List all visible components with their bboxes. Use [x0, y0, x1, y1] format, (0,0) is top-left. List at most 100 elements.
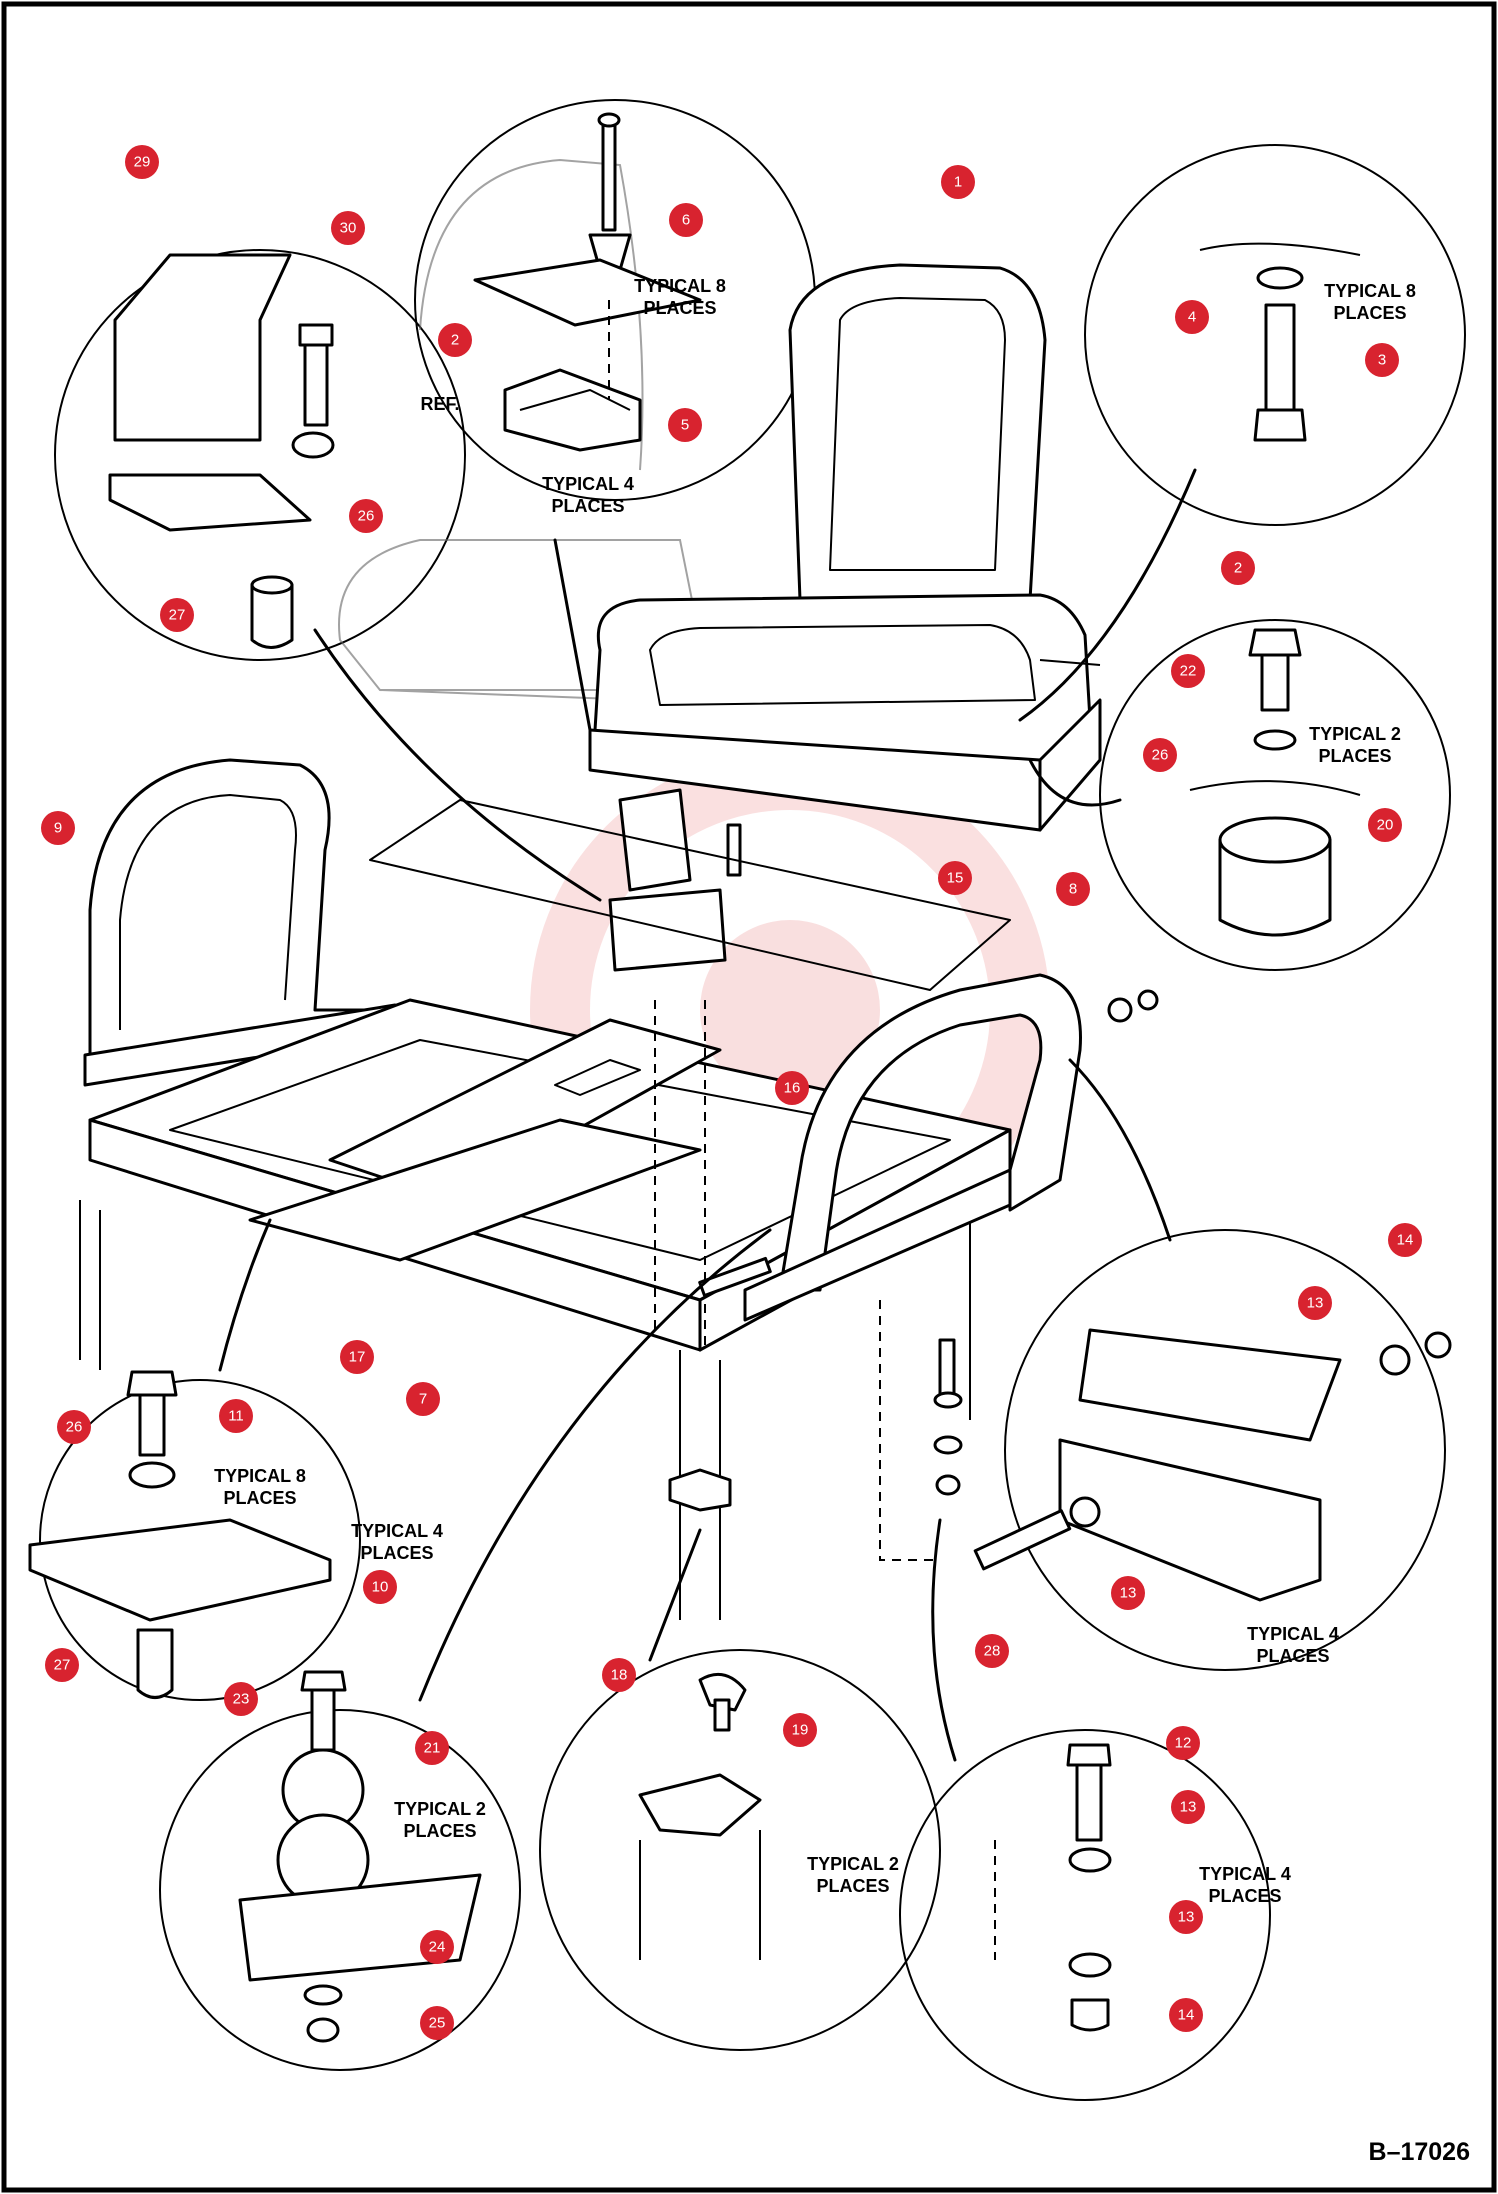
- svg-text:6: 6: [682, 212, 690, 229]
- callout-29[interactable]: 29: [125, 145, 159, 179]
- svg-text:13: 13: [1180, 1799, 1197, 1816]
- detail-handle-bolt-parts: [973, 1328, 1452, 1602]
- svg-text:10: 10: [372, 1579, 389, 1596]
- callout-markers: 1 29 30 6 2 5 26 27 4 3 2 22 26 20 9 15 …: [41, 145, 1422, 2040]
- callout-17[interactable]: 17: [340, 1340, 374, 1374]
- svg-text:26: 26: [358, 508, 375, 525]
- callout-12[interactable]: 12: [1166, 1726, 1200, 1760]
- callout-26c[interactable]: 26: [57, 1410, 91, 1444]
- svg-text:16: 16: [784, 1080, 801, 1097]
- svg-text:27: 27: [169, 607, 186, 624]
- svg-text:13: 13: [1307, 1295, 1324, 1312]
- svg-text:9: 9: [54, 820, 62, 837]
- callout-14a[interactable]: 14: [1388, 1223, 1422, 1257]
- callout-19[interactable]: 19: [783, 1713, 817, 1747]
- detail-grab-handle-bolt: [1004, 1229, 1446, 1671]
- svg-text:25: 25: [429, 2015, 446, 2032]
- callout-13d[interactable]: 13: [1169, 1900, 1203, 1934]
- svg-text:21: 21: [424, 1740, 441, 1757]
- svg-text:22: 22: [1180, 663, 1197, 680]
- svg-text:20: 20: [1377, 817, 1394, 834]
- svg-text:5: 5: [681, 417, 689, 434]
- callout-30[interactable]: 30: [331, 211, 365, 245]
- detail-isolator-parts: [1189, 628, 1361, 937]
- svg-text:28: 28: [984, 1643, 1001, 1660]
- callout-20[interactable]: 20: [1368, 808, 1402, 842]
- svg-text:2: 2: [451, 332, 459, 349]
- callout-16[interactable]: 16: [775, 1071, 809, 1105]
- callout-4[interactable]: 4: [1175, 300, 1209, 334]
- svg-text:13: 13: [1120, 1585, 1137, 1602]
- corner-cap: [668, 1468, 732, 1512]
- callout-28[interactable]: 28: [975, 1634, 1009, 1668]
- callout-27b[interactable]: 27: [45, 1648, 79, 1682]
- detail-pivot-bushing: [39, 1379, 361, 1701]
- handle-bolt: [698, 989, 1159, 1496]
- callout-3[interactable]: 3: [1365, 343, 1399, 377]
- callout-13c[interactable]: 13: [1171, 1790, 1205, 1824]
- callout-26b[interactable]: 26: [1143, 738, 1177, 772]
- main-assembly: [79, 158, 1197, 1762]
- svg-text:3: 3: [1378, 352, 1386, 369]
- callout-13b[interactable]: 13: [1111, 1576, 1145, 1610]
- svg-text:12: 12: [1175, 1735, 1192, 1752]
- callout-5[interactable]: 5: [668, 408, 702, 442]
- svg-text:23: 23: [233, 1691, 250, 1708]
- svg-text:1: 1: [954, 174, 962, 191]
- mount-plate: [369, 799, 1011, 991]
- svg-text:13: 13: [1178, 1909, 1195, 1926]
- detail-cushion-mount: [159, 1709, 521, 2071]
- callout-15[interactable]: 15: [938, 861, 972, 895]
- detail-frame-bolt-parts: [994, 1743, 1112, 2032]
- callout-26a[interactable]: 26: [349, 499, 383, 533]
- callout-18[interactable]: 18: [602, 1658, 636, 1692]
- callout-2b[interactable]: 2: [1221, 551, 1255, 585]
- callout-6[interactable]: 6: [669, 203, 703, 237]
- callout-25[interactable]: 25: [420, 2006, 454, 2040]
- callout-23[interactable]: 23: [224, 1682, 258, 1716]
- detail-bushing-parts: [28, 1370, 332, 1699]
- detail-mount-hardware-parts: [473, 112, 702, 452]
- callout-2a[interactable]: 2: [438, 323, 472, 357]
- callout-7[interactable]: 7: [406, 1382, 440, 1416]
- detail-isolator-block: [1099, 619, 1451, 971]
- detail-seat-bolt-parts: [1199, 242, 1361, 442]
- detail-seat-bolt: [1084, 144, 1466, 526]
- svg-text:7: 7: [419, 1391, 427, 1408]
- callout-22[interactable]: 22: [1171, 654, 1205, 688]
- svg-text:30: 30: [340, 220, 357, 237]
- callout-21[interactable]: 21: [415, 1731, 449, 1765]
- seat-frame: [79, 998, 1012, 1620]
- callout-9[interactable]: 9: [41, 811, 75, 845]
- callout-14b[interactable]: 14: [1169, 1998, 1203, 2032]
- callout-13a[interactable]: 13: [1298, 1286, 1332, 1320]
- svg-text:18: 18: [611, 1667, 628, 1684]
- svg-text:4: 4: [1188, 309, 1196, 326]
- svg-text:14: 14: [1178, 2007, 1195, 2024]
- callout-11[interactable]: 11: [219, 1399, 253, 1433]
- right-grab-handle: [743, 973, 1082, 1322]
- svg-text:15: 15: [947, 870, 964, 887]
- detail-circles: [39, 99, 1466, 2101]
- callout-8[interactable]: 8: [1056, 872, 1090, 906]
- callout-24[interactable]: 24: [420, 1930, 454, 1964]
- detail-seat-bracket: [54, 249, 466, 661]
- callout-10[interactable]: 10: [363, 1570, 397, 1604]
- note-ref: REF.: [420, 394, 459, 414]
- svg-text:17: 17: [349, 1349, 366, 1366]
- callout-27a[interactable]: 27: [160, 598, 194, 632]
- svg-text:24: 24: [429, 1939, 446, 1956]
- detail-corner-cap: [539, 1649, 941, 2051]
- callout-1[interactable]: 1: [941, 165, 975, 199]
